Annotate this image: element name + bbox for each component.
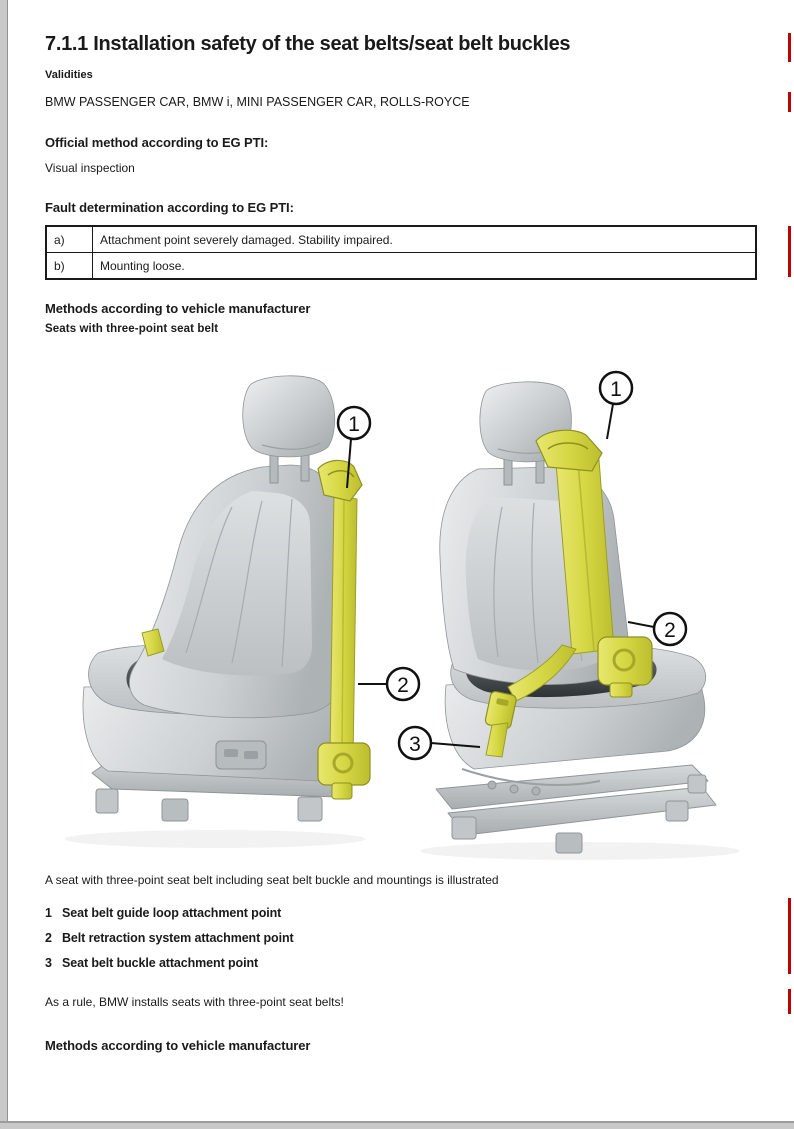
fault-text-b: Mounting loose.	[92, 252, 757, 280]
legend-item-2: 2 Belt retraction system attachment point	[45, 931, 294, 945]
belt-retractor-right	[597, 636, 653, 686]
viewer-bottom-edge	[0, 1121, 794, 1129]
seatbelt-right	[484, 429, 653, 758]
official-method-heading: Official method according to EG PTI:	[45, 135, 269, 150]
seat-shadow-left	[65, 830, 365, 848]
belt-retractor-left	[317, 742, 371, 786]
belt-end-latch-left	[141, 628, 165, 657]
note-text: As a rule, BMW installs seats with three…	[45, 995, 344, 1009]
callout-1-left	[336, 405, 372, 441]
belt-guide-loop-left	[317, 459, 363, 502]
left-seat	[82, 375, 349, 822]
callout-1-left-num: 1	[348, 413, 360, 436]
revision-bar	[788, 33, 791, 62]
fault-heading: Fault determination according to EG PTI:	[45, 200, 294, 215]
callout-2-right-num: 2	[664, 619, 676, 642]
official-method-value: Visual inspection	[45, 161, 135, 175]
belt-guide-loop-right	[535, 429, 603, 472]
callout-2-left	[385, 666, 421, 702]
callouts: 1 2 1 2 3	[336, 370, 688, 761]
viewer-left-edge	[0, 0, 8, 1129]
seatbelt-left	[141, 459, 371, 800]
legend-text: Seat belt buckle attachment point	[62, 956, 259, 970]
belt-buckle-right	[484, 690, 517, 729]
revision-bar	[788, 226, 791, 277]
fault-key-b: b)	[45, 252, 93, 280]
page-title: 7.1.1 Installation safety of the seat be…	[45, 33, 571, 55]
figure-caption: A seat with three-point seat belt includ…	[45, 873, 499, 887]
legend-text: Belt retraction system attachment point	[62, 931, 294, 945]
lap-belt-right	[507, 644, 577, 702]
fault-table: a) Attachment point severely damaged. St…	[45, 225, 757, 280]
callout-2-left-num: 2	[397, 674, 409, 697]
revision-bar	[788, 92, 791, 112]
callout-1-right	[598, 370, 634, 406]
callout-2-right	[652, 611, 688, 647]
fault-key-a: a)	[45, 225, 93, 253]
callout-3-num: 3	[409, 733, 421, 756]
revision-bar	[788, 989, 791, 1014]
revision-bar	[788, 898, 791, 974]
validities-label: Validities	[45, 69, 93, 81]
seats-subheading: Seats with three-point seat belt	[45, 323, 219, 335]
legend-num: 1	[45, 906, 52, 920]
legend-text: Seat belt guide loop attachment point	[62, 906, 282, 920]
table-row: a) Attachment point severely damaged. St…	[45, 225, 757, 253]
legend-num: 2	[45, 931, 52, 945]
methods-heading: Methods according to vehicle manufacture…	[45, 301, 311, 316]
table-row: b) Mounting loose.	[45, 252, 757, 280]
legend-item-1: 1 Seat belt guide loop attachment point	[45, 906, 281, 920]
legend-num: 3	[45, 956, 52, 970]
callout-1-right-num: 1	[610, 378, 622, 401]
validities-value: BMW PASSENGER CAR, BMW i, MINI PASSENGER…	[45, 95, 470, 109]
seat-illustration: 1 2 1 2 3	[65, 370, 740, 860]
methods-heading-2: Methods according to vehicle manufacture…	[45, 1038, 311, 1053]
legend-item-3: 3 Seat belt buckle attachment point	[45, 956, 258, 970]
fault-text-a: Attachment point severely damaged. Stabi…	[92, 225, 757, 253]
callout-3	[397, 725, 433, 761]
